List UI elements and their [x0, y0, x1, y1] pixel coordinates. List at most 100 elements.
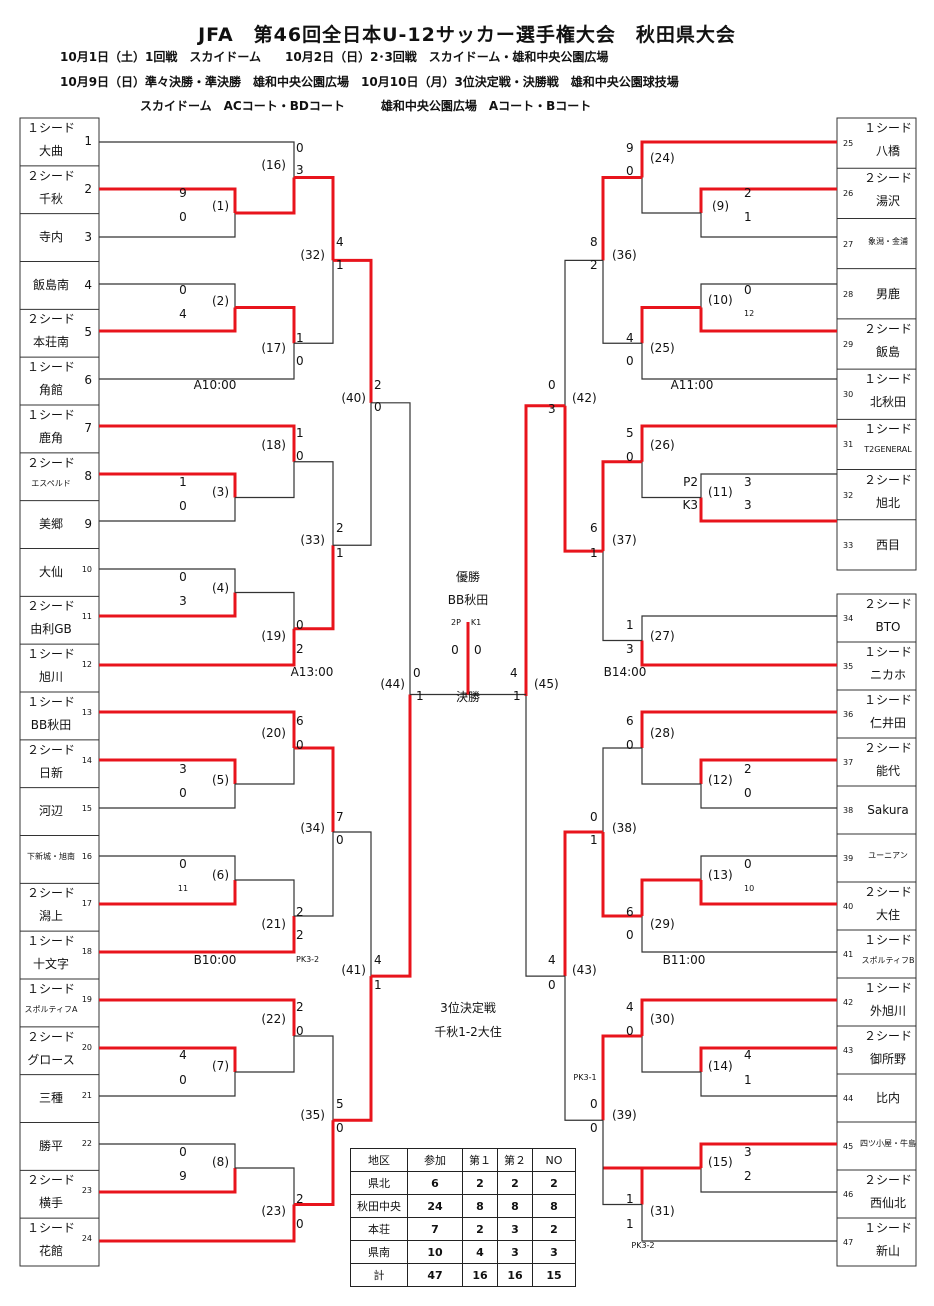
bracket-label: B11:00 [662, 953, 706, 967]
bracket-label: 6 [626, 905, 634, 919]
team-number: 1 [84, 134, 92, 148]
bracket-line [641, 711, 837, 785]
team-name: 外旭川 [869, 1004, 907, 1018]
team-number: 40 [843, 902, 854, 911]
bracket-label: (1) [212, 199, 229, 213]
bracket-label: 4 [744, 1048, 752, 1062]
bracket-line [564, 259, 603, 552]
bracket-label: 千秋1-2大住 [434, 1025, 502, 1039]
bracket-label: (38) [612, 821, 637, 835]
venue-line: スカイドーム ACコート・BDコート 雄和中央公園広場 Aコート・Bコート [140, 99, 592, 113]
team-name: 十文字 [32, 957, 70, 972]
stats-cell: 3 [497, 1240, 533, 1264]
stats-cell: 8 [532, 1194, 576, 1218]
winner-path [640, 878, 701, 916]
bracket-label: 2 [296, 1192, 304, 1206]
bracket-label: (31) [650, 1204, 675, 1218]
bracket-label: (42) [572, 391, 597, 405]
team-number: 16 [81, 851, 92, 861]
bracket-label: (8) [212, 1155, 229, 1169]
bracket-line [700, 283, 837, 332]
team-seed: ２シード [26, 1173, 76, 1188]
team-name: 旭川 [38, 670, 64, 685]
bracket-label: B14:00 [603, 665, 647, 679]
stats-header: 地区 [350, 1148, 408, 1172]
bracket-label: 2 [744, 1169, 752, 1183]
bracket-label: 1 [513, 689, 521, 703]
bracket-line [99, 425, 295, 499]
team-number: 6 [84, 373, 92, 388]
bracket-label: (17) [261, 341, 286, 355]
winner-path [563, 830, 603, 977]
bracket-label: (43) [572, 963, 597, 977]
stats-cell: 15 [532, 1263, 576, 1287]
winner-path [99, 880, 237, 906]
bracket-label: 9 [179, 1169, 187, 1183]
bracket-label: (32) [300, 248, 325, 262]
team-number: 29 [843, 340, 854, 349]
winner-path [640, 640, 837, 667]
team-name: 八橋 [875, 144, 901, 158]
team-number: 30 [843, 390, 854, 400]
team-name: 横手 [38, 1196, 64, 1211]
bracket-label: 3 [179, 762, 187, 776]
team-name: 西目 [875, 537, 901, 552]
stats-cell: 47 [407, 1263, 463, 1287]
bracket-label: 0 [626, 1024, 634, 1038]
stats-cell: 2 [532, 1171, 576, 1195]
team-seed: １シード [863, 422, 913, 437]
team-name: 由利GB [30, 622, 72, 637]
team-number: 11 [81, 612, 92, 622]
winner-path [524, 404, 565, 696]
bracket-label: 0 [179, 786, 187, 800]
winner-path [294, 176, 335, 261]
team-number: 19 [81, 995, 92, 1004]
bracket-label: (40) [341, 391, 366, 405]
winner-path [99, 998, 296, 1036]
bracket-label: B10:00 [193, 953, 237, 967]
winner-path [99, 1046, 237, 1072]
winner-path [699, 307, 837, 333]
bracket-label: 6 [296, 714, 304, 728]
bracket-label: 0 [548, 378, 556, 392]
bracket-line [641, 879, 837, 953]
bracket-label: (28) [650, 726, 675, 740]
bracket-label: 0 [179, 1145, 187, 1159]
bracket-label: 0 [296, 449, 304, 463]
bracket-label: 0 [744, 283, 752, 297]
bracket-label: 3 [179, 594, 187, 608]
bracket-label: 1 [626, 618, 634, 632]
stats-cell: 16 [462, 1263, 498, 1287]
winner-path [640, 998, 837, 1036]
team-name: 大仙 [38, 564, 64, 579]
team-number: 33 [843, 540, 854, 550]
team-seed: １シード [26, 695, 76, 709]
team-number: 23 [81, 1186, 92, 1196]
winner-path [640, 710, 837, 748]
bracket-label: (3) [212, 485, 229, 499]
team-number: 20 [81, 1042, 92, 1052]
winner-path [603, 1166, 701, 1205]
stats-cell: 7 [407, 1217, 463, 1241]
bracket-label: 3位決定戦 [440, 1001, 496, 1015]
bracket-label: BB秋田 [447, 593, 489, 607]
bracket-label: 5 [626, 426, 634, 440]
bracket-label: 10 [744, 884, 755, 893]
team-name: エスペルド [31, 478, 71, 488]
bracket-label: 2 [296, 642, 304, 656]
team-name: 千秋 [38, 191, 64, 206]
team-number: 34 [843, 614, 854, 623]
stats-header: 第２ [497, 1148, 533, 1172]
bracket-label: 0 [296, 738, 304, 752]
bracket-label: 3 [626, 642, 634, 656]
stats-cell: 10 [407, 1240, 463, 1264]
bracket-label: 1 [744, 1073, 752, 1087]
winner-path [563, 405, 603, 553]
bracket-label: 1 [336, 258, 344, 272]
bracket-label: 4 [336, 235, 344, 249]
bracket-label: (39) [612, 1108, 637, 1122]
winner-path [294, 545, 335, 631]
stats-row: 計 47 16 16 15 [350, 1263, 576, 1287]
team-number: 26 [843, 189, 854, 199]
bracket-label: 0 [179, 283, 187, 297]
